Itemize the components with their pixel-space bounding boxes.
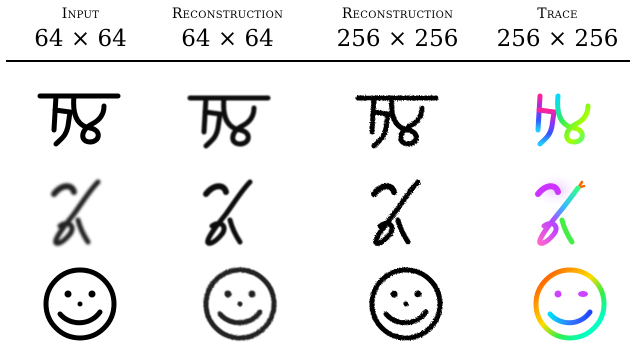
column-size: 256 × 256 bbox=[496, 26, 619, 52]
column-size: 64 × 64 bbox=[181, 26, 274, 52]
row2-input-image bbox=[20, 170, 140, 246]
row1-reconstruction-256-image bbox=[336, 82, 456, 158]
row1-reconstruction-64-image bbox=[168, 82, 288, 158]
row2-reconstruction-256-image bbox=[336, 170, 456, 246]
row1-input-image bbox=[20, 82, 140, 158]
column-title: Reconstruction bbox=[341, 6, 454, 22]
column-size: 256 × 256 bbox=[336, 26, 459, 52]
column-header-input: Input 64 × 64 bbox=[1, 6, 160, 54]
header-rule bbox=[6, 60, 630, 62]
row2-trace-image bbox=[504, 170, 624, 246]
column-header-reconstruction-256: Reconstruction 256 × 256 bbox=[318, 6, 477, 54]
row1-trace-image bbox=[504, 82, 624, 158]
row3-input-image bbox=[20, 266, 140, 342]
row3-reconstruction-256-image bbox=[336, 266, 456, 342]
column-title: Trace bbox=[537, 6, 578, 22]
column-header-trace: Trace 256 × 256 bbox=[478, 6, 636, 54]
row3-trace-image bbox=[504, 266, 624, 342]
row2-reconstruction-64-image bbox=[168, 170, 288, 246]
column-size: 64 × 64 bbox=[34, 26, 127, 52]
row3-reconstruction-64-image bbox=[168, 266, 288, 342]
column-title: Reconstruction bbox=[171, 6, 284, 22]
column-title: Input bbox=[61, 6, 100, 22]
column-header-reconstruction-64: Reconstruction 64 × 64 bbox=[148, 6, 307, 54]
